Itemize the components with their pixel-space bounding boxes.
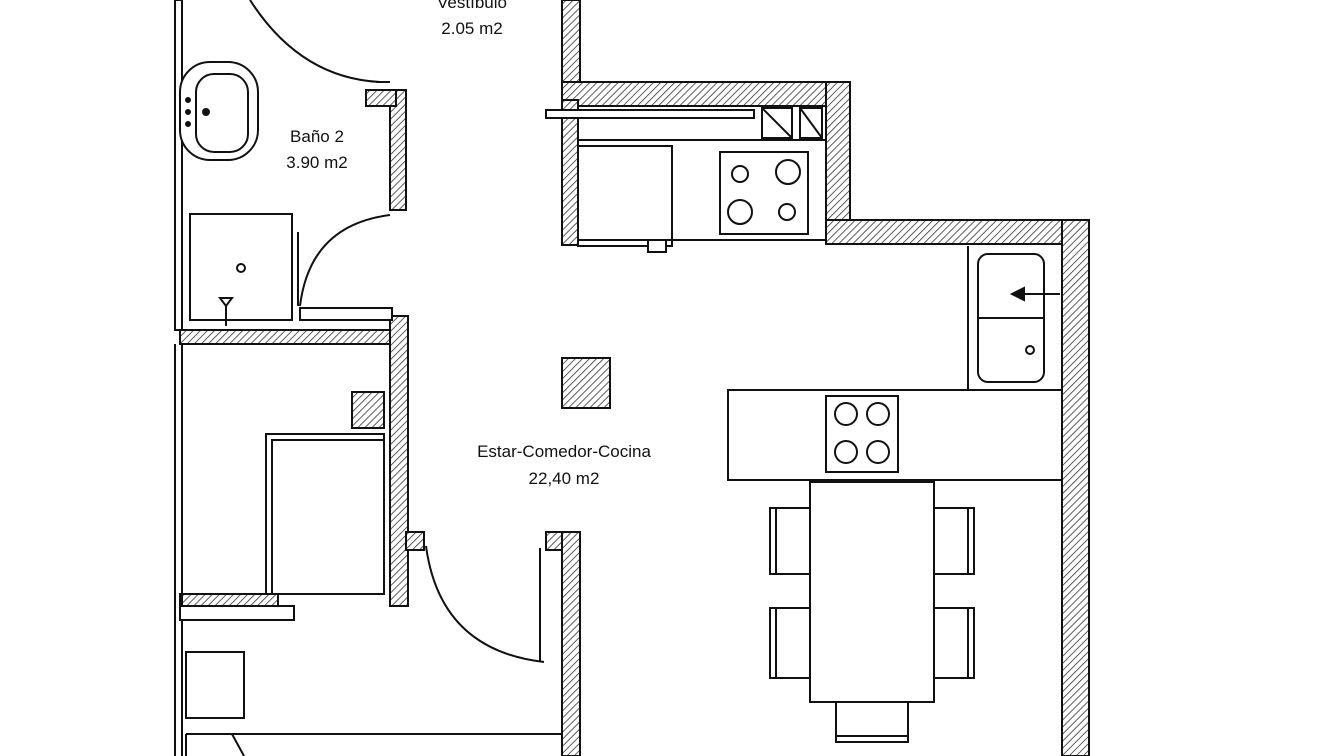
room-name-bano2: Baño 2: [290, 127, 344, 146]
wall-corridor: [389, 315, 409, 607]
wall-right-top: [825, 219, 1090, 245]
structural-walls: [174, 0, 1090, 756]
room-area-vestibulo: 2.05 m2: [441, 19, 502, 38]
fridge: [577, 145, 673, 247]
doors: [249, 0, 545, 663]
dining-table: [809, 481, 935, 703]
wall-vestibule-right: [561, 0, 581, 89]
room-area-bano2: 3.90 m2: [286, 153, 347, 172]
bathroom-fixtures: [179, 61, 293, 326]
shaft: [351, 391, 385, 429]
room-name-vestibulo: Vestíbulo: [437, 0, 507, 12]
wall-bath-bottom: [179, 329, 391, 345]
wall-right-outer: [1061, 219, 1090, 756]
column: [561, 357, 611, 409]
wall-bath-jamb: [389, 89, 407, 211]
dining-set: [769, 481, 975, 743]
room-area-estar: 22,40 m2: [529, 469, 600, 488]
door-bath: [299, 214, 391, 307]
kitchen-fixtures: [577, 107, 1063, 481]
wall-bath-jamb-cap: [365, 89, 397, 107]
partitions: [174, 109, 755, 756]
wall-bath-left: [174, 0, 183, 331]
door-vestibule: [249, 0, 381, 83]
wall-corridor-cap: [405, 531, 425, 551]
bedroom-furniture: [185, 651, 562, 756]
room-name-estar: Estar-Comedor-Cocina: [477, 442, 651, 461]
wall-middle-lower: [561, 531, 581, 756]
wall-kitchen-right: [825, 81, 851, 243]
wall-kitchen-top: [561, 81, 849, 107]
door-corridor: [425, 545, 545, 663]
wall-kitchen-left: [561, 99, 579, 246]
room-labels: Vestíbulo 2.05 m2 Baño 2 3.90 m2 Estar-C…: [286, 0, 651, 488]
